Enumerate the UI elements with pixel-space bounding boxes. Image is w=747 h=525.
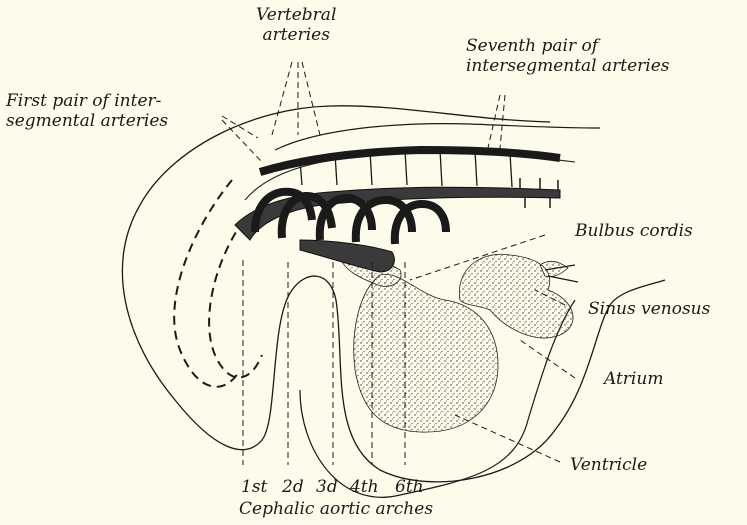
label-first-pair: First pair of inter- segmental arteries [6,92,168,131]
label-first-line2: segmental arteries [6,112,168,132]
label-vertebral-line1: Vertebral [256,6,336,26]
label-arch-1st: 1st [241,478,267,498]
label-arch-3d: 3d [316,478,338,498]
label-arch-4th: 4th [350,478,379,498]
dashed-arch-outer [174,180,240,387]
aortic-arch-4 [356,200,412,242]
label-sinus-venosus: Sinus venosus [588,300,710,320]
label-vertebral-line2: arteries [256,26,336,46]
label-arch-6th: 6th [395,478,424,498]
label-arches-caption: Cephalic aortic arches [239,500,433,520]
label-atrium: Atrium [604,370,663,390]
intersegmental-row [260,150,560,172]
label-ventricle: Ventricle [570,456,647,476]
dashed-arch-inner [209,220,262,378]
label-seventh-pair: Seventh pair of intersegmental arteries [466,37,670,76]
dorsal-outline [275,124,600,150]
label-first-line1: First pair of inter- [6,92,168,112]
label-bulbus-cordis: Bulbus cordis [575,222,693,242]
sinus-vessel-2 [548,276,578,282]
label-arch-2d: 2d [282,478,304,498]
label-vertebral-arteries: Vertebral arteries [256,6,336,45]
label-seventh-line2: intersegmental arteries [466,57,670,77]
label-seventh-line1: Seventh pair of [466,37,670,57]
aortic-arch-6 [395,204,446,244]
